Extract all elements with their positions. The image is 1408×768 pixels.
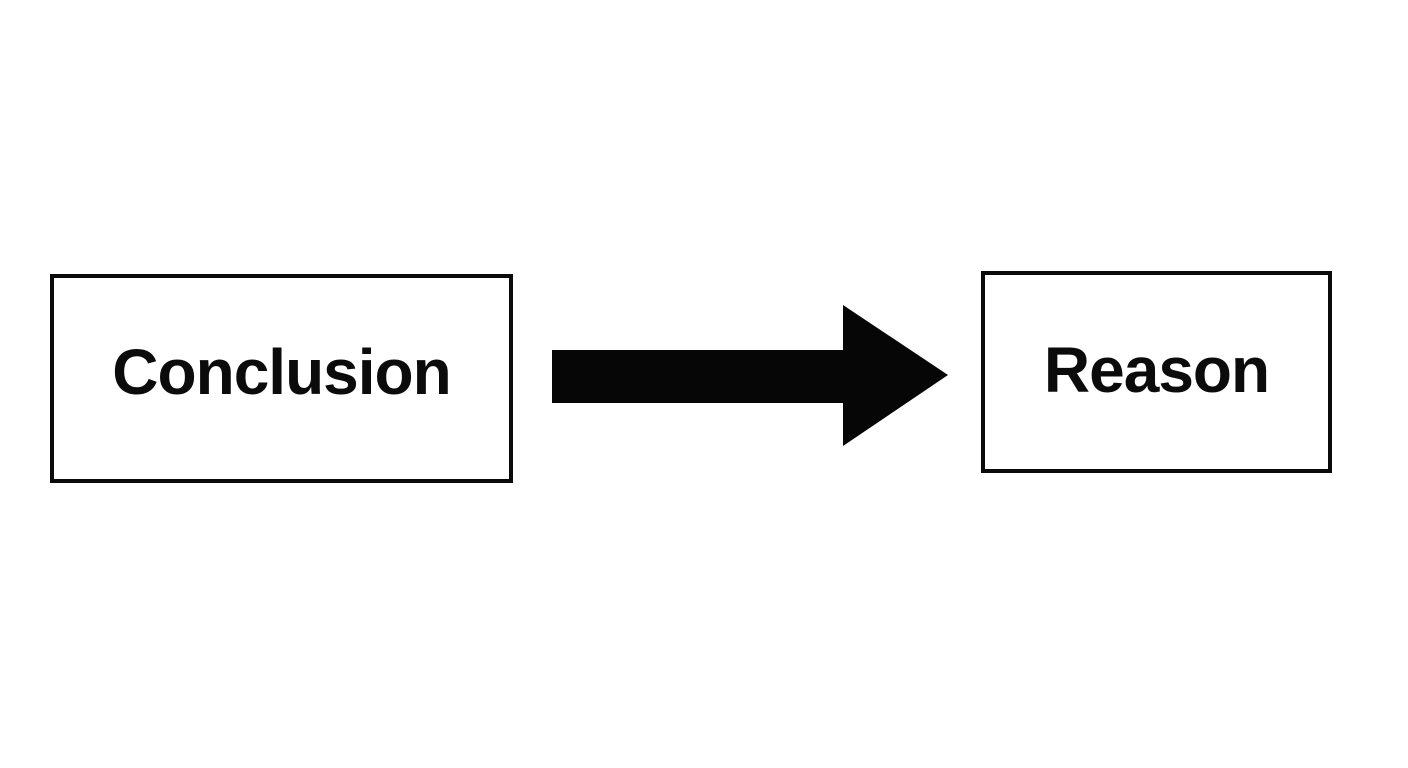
node-reason-label: Reason [1043, 334, 1270, 406]
right-arrow-icon [552, 305, 948, 446]
node-conclusion-label: Conclusion [112, 335, 451, 408]
node-reason: Reason [981, 271, 1332, 473]
node-conclusion: Conclusion [50, 274, 513, 483]
